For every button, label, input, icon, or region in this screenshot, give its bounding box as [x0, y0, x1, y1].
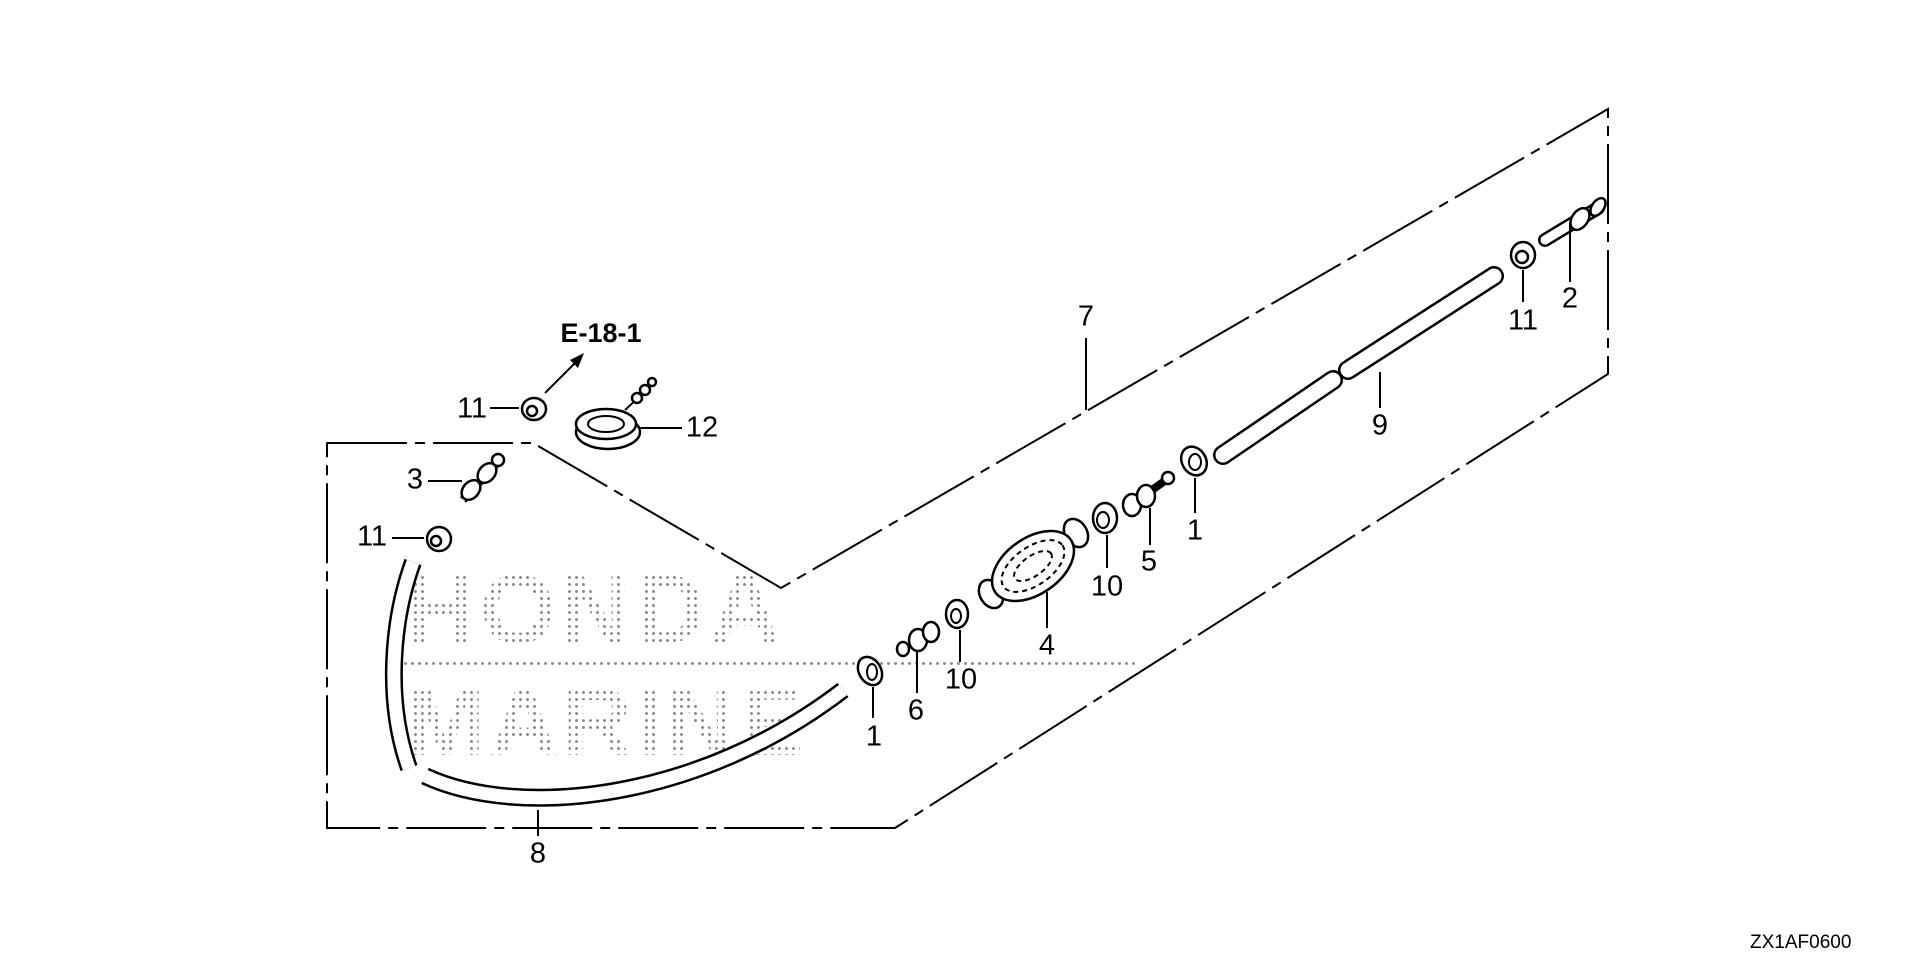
drawing-code: ZX1AF0600	[1750, 932, 1851, 953]
callout-10: 10	[945, 664, 977, 696]
callout-9: 9	[1372, 410, 1388, 442]
part-nut-11[interactable]	[520, 396, 548, 422]
part-2-connector[interactable]	[1538, 195, 1609, 247]
part-6-connector[interactable]	[895, 620, 941, 658]
part-9-hose[interactable]	[1213, 266, 1504, 465]
callout-11: 11	[1508, 305, 1538, 337]
part-nut-11[interactable]	[425, 525, 453, 553]
assembly-outline	[326, 107, 1609, 829]
callout-11: 11	[457, 393, 487, 425]
callout-3: 3	[407, 464, 423, 496]
part-8-hose[interactable]	[384, 558, 849, 807]
callout-8: 8	[530, 838, 546, 870]
callout-12: 12	[686, 412, 718, 444]
callout-5: 5	[1141, 546, 1157, 578]
callout-4: 4	[1039, 630, 1055, 662]
part-12-ring-fitting[interactable]	[574, 376, 658, 451]
arrow-icon	[544, 353, 584, 394]
watermark-divider	[395, 660, 1135, 666]
part-1-clamp[interactable]	[853, 653, 887, 690]
callout-2: 2	[1562, 283, 1578, 315]
watermark-honda: HONDA	[405, 554, 785, 664]
part-3-connector[interactable]	[458, 452, 506, 504]
part-5-connector[interactable]	[1121, 470, 1176, 518]
callout-10: 10	[1091, 571, 1123, 603]
part-10-ring[interactable]	[1091, 501, 1119, 535]
callout-7: 7	[1078, 301, 1094, 333]
callout-1: 1	[866, 721, 882, 753]
part-4-primer-bulb[interactable]	[974, 515, 1093, 616]
part-1-clamp[interactable]	[1176, 442, 1212, 480]
callout-6: 6	[908, 695, 924, 727]
part-nut-11[interactable]	[1509, 240, 1537, 270]
callout-1: 1	[1187, 515, 1203, 547]
callout-11: 11	[357, 521, 387, 553]
reference-link[interactable]: E-18-1	[560, 318, 641, 348]
part-10-ring[interactable]	[944, 598, 970, 630]
